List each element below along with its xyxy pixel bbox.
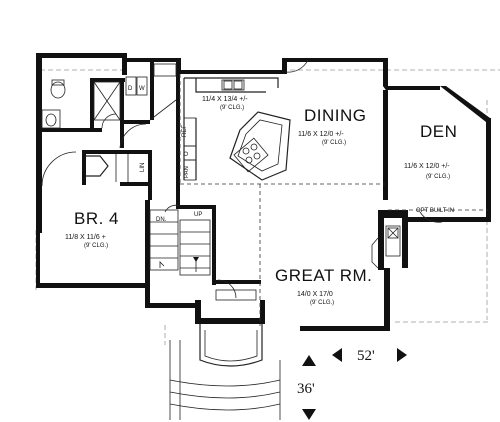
oven-label: O [184, 151, 190, 156]
exterior-walls [36, 53, 491, 331]
opening-lines [179, 74, 488, 326]
fireplace-icon [371, 225, 401, 269]
stairs-down-label: DN. [156, 217, 167, 223]
linen-label: LIN [140, 163, 146, 172]
den-ceiling: (9' CLG.) [426, 174, 450, 180]
br4-size: 11/8 X 11/6 + [65, 234, 106, 241]
br4-ceiling: (9' CLG.) [84, 243, 108, 249]
great-room-size: 14/0 X 17/0 [297, 291, 333, 298]
depth-label: 36' [297, 381, 315, 397]
opt-builtin-label: OPT BUILT-IN [416, 208, 454, 214]
arrow-down-icon [302, 409, 316, 420]
great-room-ceiling: (9' CLG.) [310, 300, 334, 306]
vanity [41, 109, 61, 129]
arrow-up-icon [302, 355, 316, 366]
staircase [149, 204, 211, 276]
doors [41, 59, 443, 223]
laundry-area [125, 63, 177, 121]
dining-size: 11/6 X 12/0 +/- [298, 131, 344, 138]
cooktop-icon [233, 137, 269, 173]
dryer-label: D [128, 86, 133, 92]
stairs-up-label: UP [194, 212, 202, 218]
width-dimension: 52' [332, 348, 407, 364]
width-label: 52' [357, 348, 375, 364]
kitchen-counters [183, 77, 291, 181]
br4-name: BR. 4 [74, 209, 119, 228]
pantry-label: PAN [184, 166, 190, 178]
bathroom-fixtures [41, 79, 121, 129]
pantry [183, 159, 197, 181]
great-room-name: GREAT RM. [275, 266, 372, 285]
front-porch [169, 279, 281, 420]
exterior-dashed-lines [35, 58, 500, 345]
dining-name: DINING [304, 106, 367, 125]
ref-label: REF [182, 125, 188, 137]
arrow-left-icon [332, 348, 342, 362]
kitchen-size: 11/4 X 13/4 +/- [202, 96, 248, 103]
shower [93, 81, 121, 121]
kitchen-island [229, 111, 291, 181]
dining-ceiling: (9' CLG.) [322, 140, 346, 146]
washer-label: W [139, 86, 145, 92]
toilet-icon [50, 81, 66, 99]
arrow-right-icon [397, 348, 407, 362]
interior-walls [42, 62, 388, 285]
kitchen-sink-icon [221, 79, 245, 91]
kitchen-ceiling: (9' CLG.) [220, 105, 244, 111]
linen-closet [86, 154, 129, 182]
depth-dimension: 36' [297, 355, 316, 420]
den-size: 11/6 X 12/0 +/- [404, 163, 450, 170]
den-name: DEN [420, 122, 457, 141]
